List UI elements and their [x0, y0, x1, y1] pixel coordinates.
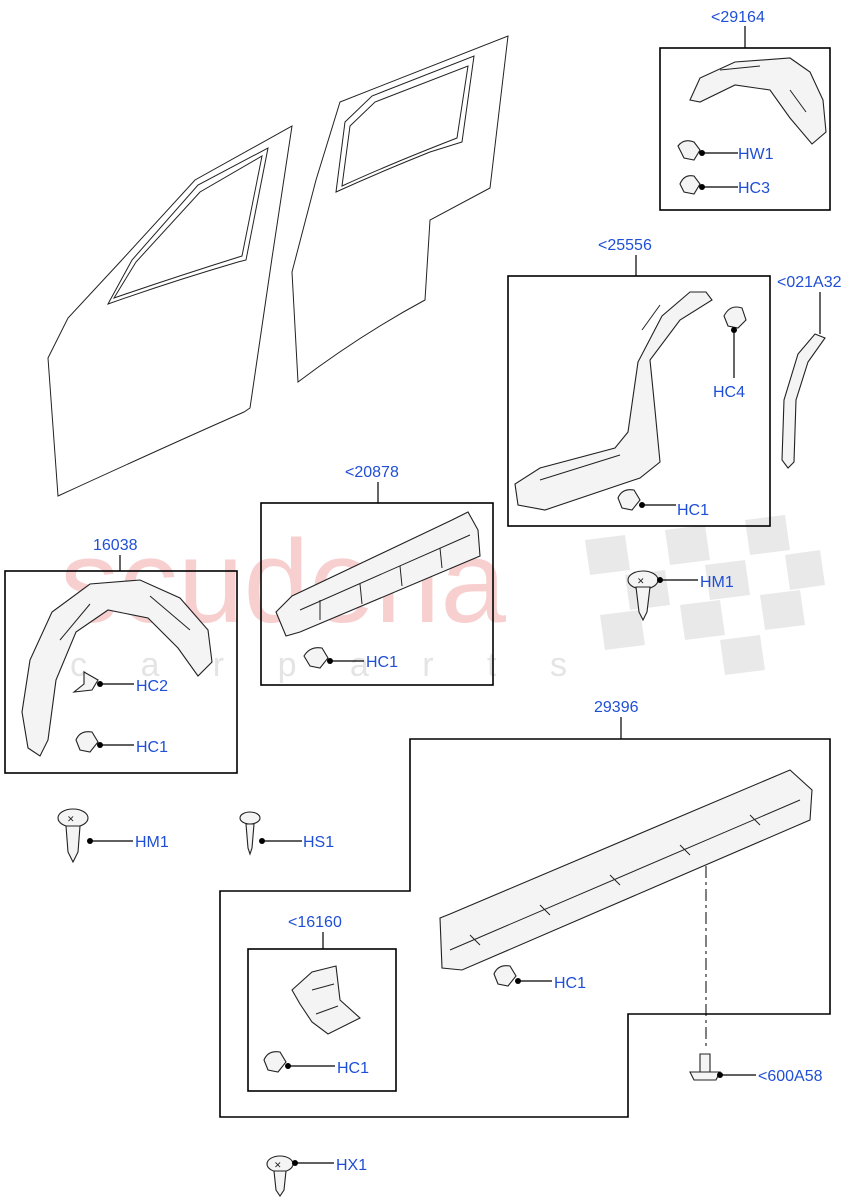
label-hm1-right[interactable]: HM1 [700, 574, 734, 591]
group-25556: <25556 HC4 HC1 [507, 237, 771, 527]
door-moulding-part [275, 511, 481, 637]
bracket-part [291, 965, 361, 1035]
svg-text:✕: ✕ [274, 1160, 282, 1170]
group-29396-ref[interactable]: 29396 [594, 699, 639, 716]
screw-icon [239, 811, 261, 825]
clip-hc1-e [263, 1051, 287, 1073]
seal-strip-part [781, 333, 826, 469]
rear-door-outline [291, 35, 509, 383]
group-16038: 16038 HC2 HC1 [4, 537, 238, 774]
label-600A58[interactable]: <600A58 [758, 1068, 823, 1085]
clip-hc3 [679, 175, 701, 195]
svg-text:✕: ✕ [637, 576, 645, 586]
arch-moulding-part [514, 291, 713, 511]
label-hc1-e[interactable]: HC1 [337, 1060, 369, 1077]
label-hc4[interactable]: HC4 [713, 384, 745, 401]
fastener-hs1: HS1 [239, 811, 334, 856]
group-29164-ref[interactable]: <29164 [711, 9, 765, 26]
clip-hc4 [723, 306, 747, 329]
label-hx1[interactable]: HX1 [336, 1157, 367, 1174]
group-021A32: <021A32 [777, 274, 842, 469]
label-hm1-left[interactable]: HM1 [135, 834, 169, 851]
label-hc1-b[interactable]: HC1 [366, 654, 398, 671]
label-hw1[interactable]: HW1 [738, 146, 774, 163]
group-20878: <20878 HC1 [260, 464, 494, 686]
group-25556-ref[interactable]: <25556 [598, 237, 652, 254]
front-door-outline [47, 125, 293, 497]
fastener-hm1-right: ✕ HM1 [627, 570, 734, 622]
label-hc1-c[interactable]: HC1 [136, 739, 168, 756]
label-hc1-d[interactable]: HC1 [554, 975, 586, 992]
group-16038-ref[interactable]: 16038 [93, 537, 138, 554]
clip-hc1-c [75, 731, 99, 753]
clip-hw1 [677, 140, 701, 161]
bolt-600A58 [689, 1053, 721, 1081]
fastener-hm1-left: ✕ HM1 [57, 808, 169, 864]
group-021A32-ref[interactable]: <021A32 [777, 274, 842, 291]
label-hc3[interactable]: HC3 [738, 180, 770, 197]
svg-text:✕: ✕ [67, 814, 75, 824]
label-hc2[interactable]: HC2 [136, 678, 168, 695]
clip-hc2 [72, 671, 99, 693]
fastener-hx1: ✕ HX1 [266, 1155, 367, 1197]
group-29396: 29396 HC1 <600A58 [219, 699, 831, 1118]
wheel-arch-part [21, 579, 213, 757]
fender-flare-part [689, 57, 827, 145]
clip-hc1-a [617, 489, 641, 511]
group-16160-ref[interactable]: <16160 [288, 914, 342, 931]
clip-hc1-b [303, 647, 329, 669]
checkered-flag-icon [585, 515, 825, 675]
label-hc1-a[interactable]: HC1 [677, 502, 709, 519]
clip-hc1-d [493, 965, 517, 987]
label-hs1[interactable]: HS1 [303, 834, 334, 851]
group-20878-ref[interactable]: <20878 [345, 464, 399, 481]
sill-moulding-part [439, 769, 813, 971]
group-16160: <16160 HC1 [247, 914, 397, 1092]
group-29164: <29164 HW1 HC3 [659, 9, 831, 211]
